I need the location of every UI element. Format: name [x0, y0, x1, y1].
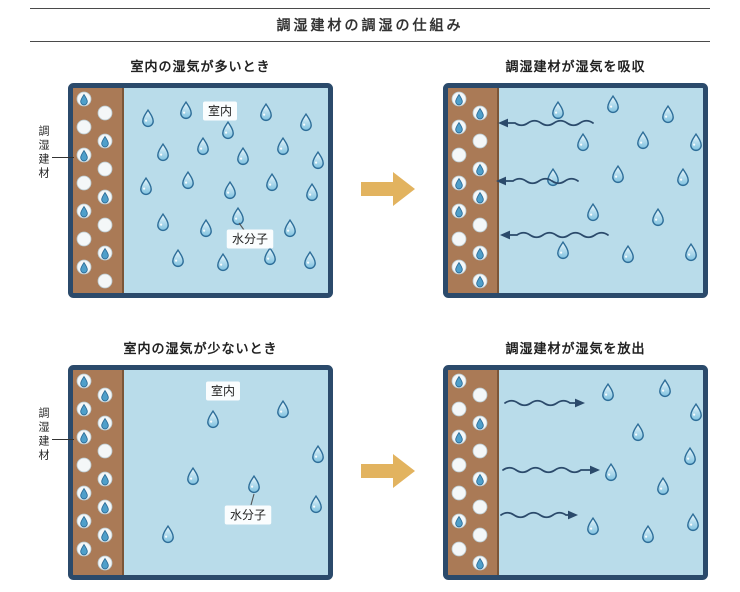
wall-label-pointer-line [52, 157, 74, 158]
wall-pores [76, 373, 113, 571]
svg-text:水分子: 水分子 [232, 232, 268, 246]
room-label: 室内 [203, 101, 237, 121]
diagram-body: 室内の湿気が多いとき 調湿建材 水分子室内 調湿建材が湿気を吸収 室内の湿気が少… [0, 56, 740, 580]
row-high-humidity: 室内の湿気が多いとき 調湿建材 水分子 室内 調湿建材が湿気を吸収 [37, 56, 740, 298]
panel-caption-absorb: 調湿建材が湿気を吸収 [505, 59, 646, 74]
panel-room-humid: 室内の湿気が多いとき 調湿建材 水分子 室内 [37, 56, 333, 298]
room-label: 室内 [206, 381, 240, 401]
flow-arrow-cell-top [333, 56, 443, 298]
panel-illustration-wrap: 調湿建材 水分子 室内 [37, 365, 333, 580]
row-low-humidity: 室内の湿気が少ないとき 調湿建材 水分子 室内 調湿建材が湿気を放出 [37, 338, 740, 580]
right-arrow-shape [361, 454, 415, 488]
right-arrow-icon [361, 454, 415, 488]
water-molecules [140, 100, 324, 272]
wall-pores [76, 91, 113, 289]
water-molecules [587, 378, 702, 544]
svg-text:水分子: 水分子 [230, 508, 266, 522]
panel-illustration-wrap: 調湿建材 水分子 室内 [37, 83, 333, 298]
panel-art-room-dry: 水分子 室内 [68, 365, 333, 580]
flow-arrow-cell-bottom [333, 338, 443, 580]
moisture-flow-arrows [500, 398, 600, 520]
panel-border [68, 83, 333, 298]
title-bar: 調湿建材の調湿の仕組み [30, 8, 710, 42]
panel-border [443, 365, 708, 580]
wall-label-pointer-line [52, 439, 74, 440]
panel-illustration-wrap [443, 83, 708, 298]
panel-art-release [443, 365, 708, 580]
panel-border [443, 83, 708, 298]
wall-pores [451, 91, 488, 289]
water-molecules [547, 94, 702, 264]
molecule-label: 水分子 [224, 505, 272, 525]
panel-caption-release: 調湿建材が湿気を放出 [505, 341, 646, 356]
wall-material-label: 調湿建材 [37, 125, 49, 181]
diagram-title: 調湿建材の調湿の仕組み [276, 17, 464, 33]
panel-absorb: 調湿建材が湿気を吸収 [443, 56, 708, 298]
moisture-flow-arrows [496, 118, 609, 240]
molecule-pointer-line [238, 222, 245, 231]
molecule-pointer-line [250, 493, 255, 506]
water-molecules [162, 399, 324, 544]
wall-pores [451, 373, 488, 571]
molecule-label: 水分子 [226, 229, 274, 249]
right-arrow-icon [361, 172, 415, 206]
right-arrow-shape [361, 172, 415, 206]
panel-art-absorb [443, 83, 708, 298]
wall-material-label: 調湿建材 [37, 407, 49, 463]
panel-border [68, 365, 333, 580]
svg-text:室内: 室内 [211, 383, 235, 398]
svg-text:室内: 室内 [208, 103, 232, 118]
panel-release: 調湿建材が湿気を放出 [443, 338, 708, 580]
humidity-control-diagram: 調湿建材の調湿の仕組み 室内の湿気が多いとき 調湿建材 水分子室内 調湿建材が湿… [0, 8, 740, 580]
panel-caption-room-humid: 室内の湿気が多いとき [130, 59, 271, 74]
panel-art-room-humid: 水分子 室内 [68, 83, 333, 298]
panel-room-dry: 室内の湿気が少ないとき 調湿建材 水分子 室内 [37, 338, 333, 580]
panel-illustration-wrap [443, 365, 708, 580]
panel-caption-room-dry: 室内の湿気が少ないとき [123, 341, 278, 356]
